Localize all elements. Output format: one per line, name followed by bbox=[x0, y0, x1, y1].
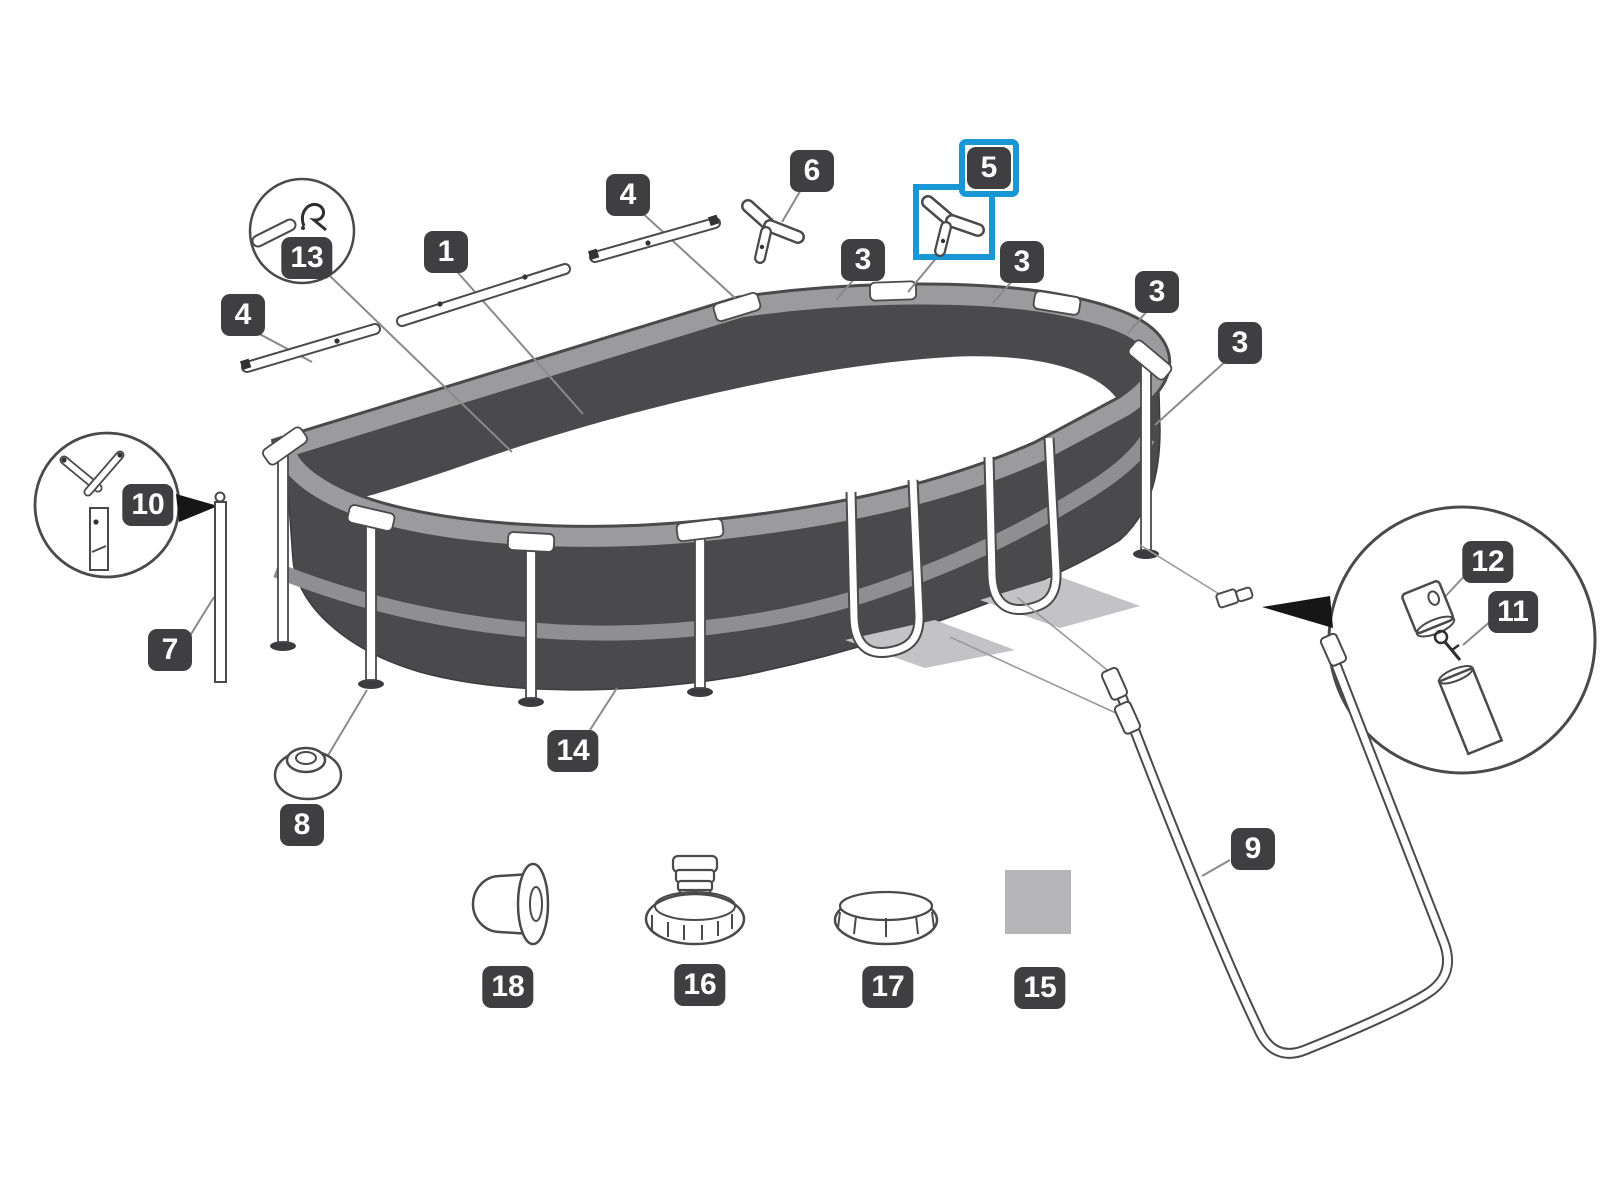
t-connector-part6 bbox=[741, 199, 805, 264]
wall-plug-part18 bbox=[471, 862, 550, 946]
label-3c-number: 3 bbox=[1135, 271, 1179, 313]
t-connector-part5 bbox=[921, 195, 985, 257]
label-16-number: 16 bbox=[674, 964, 726, 1006]
part-label-3a: 3 bbox=[841, 239, 885, 281]
brace-tube bbox=[1437, 665, 1504, 756]
pin-part11 bbox=[1433, 629, 1462, 661]
label-8-number: 8 bbox=[280, 804, 324, 846]
label-3b-number: 3 bbox=[1000, 241, 1044, 283]
pointer-triangle-11-12 bbox=[1262, 596, 1333, 628]
part-label-6: 6 bbox=[790, 150, 834, 192]
part-label-18: 18 bbox=[482, 966, 534, 1008]
detail-circle-10 bbox=[33, 431, 181, 579]
label-17-number: 17 bbox=[862, 966, 914, 1008]
label-7-number: 7 bbox=[148, 629, 192, 671]
label-3a-number: 3 bbox=[841, 239, 885, 281]
part-label-3b: 3 bbox=[1000, 241, 1044, 283]
pool-assembly bbox=[262, 280, 1173, 707]
label-13-number: 13 bbox=[281, 237, 333, 279]
label-9-number: 9 bbox=[1231, 828, 1275, 870]
part-label-4a: 4 bbox=[221, 294, 265, 336]
top-rail-tube-part4-upper bbox=[587, 214, 721, 263]
rail-sleeves bbox=[262, 280, 1173, 553]
clip-pin-part13 bbox=[301, 203, 327, 232]
label-15-number: 15 bbox=[1014, 967, 1066, 1009]
drain-valve-part16 bbox=[644, 854, 746, 946]
leader-lines bbox=[182, 187, 1493, 877]
label-4b-number: 4 bbox=[606, 174, 650, 216]
part-label-8: 8 bbox=[280, 804, 324, 846]
valve-cap-part17 bbox=[833, 890, 939, 946]
label-3d-number: 3 bbox=[1218, 322, 1262, 364]
label-14-number: 14 bbox=[547, 730, 599, 772]
part-label-11: 11 bbox=[1488, 591, 1538, 633]
part-label-15: 15 bbox=[1014, 967, 1066, 1009]
brace-shadows bbox=[845, 576, 1140, 668]
rope-end-connector bbox=[1215, 586, 1254, 609]
part-label-7: 7 bbox=[148, 629, 192, 671]
label-10-number: 10 bbox=[122, 484, 174, 526]
part-label-16: 16 bbox=[674, 964, 726, 1006]
part-label-13: 13 bbox=[281, 237, 333, 279]
label-1-number: 1 bbox=[424, 231, 468, 273]
detail-circle-13 bbox=[248, 177, 356, 285]
label-5-number: 5 bbox=[967, 147, 1011, 189]
sleeve-part12 bbox=[1401, 580, 1456, 638]
label-4a-number: 4 bbox=[221, 294, 265, 336]
label-18-number: 18 bbox=[482, 966, 534, 1008]
pool-inner-wall bbox=[285, 294, 1159, 504]
part-label-5-highlighted: 5 bbox=[959, 139, 1019, 197]
label-6-number: 6 bbox=[790, 150, 834, 192]
part-label-1: 1 bbox=[424, 231, 468, 273]
repair-patch-part15 bbox=[1005, 870, 1071, 934]
side-brace bbox=[983, 437, 1062, 615]
pool-liner-band bbox=[273, 433, 1155, 641]
side-brace bbox=[845, 479, 925, 658]
part-label-14: 14 bbox=[547, 730, 599, 772]
part-label-3c: 3 bbox=[1135, 271, 1179, 313]
label-12-number: 12 bbox=[1462, 541, 1514, 583]
part-label-17: 17 bbox=[862, 966, 914, 1008]
top-rail bbox=[274, 285, 1169, 547]
part-label-12: 12 bbox=[1462, 541, 1514, 583]
u-brace-part9 bbox=[1100, 632, 1454, 1059]
part-label-9: 9 bbox=[1231, 828, 1275, 870]
label-11-number: 11 bbox=[1488, 591, 1538, 633]
pool-leg bbox=[518, 546, 544, 707]
part-label-3d: 3 bbox=[1218, 322, 1262, 364]
top-rail-tube-part4-left bbox=[239, 323, 381, 373]
leg-foot-part8 bbox=[273, 746, 343, 801]
leg-pole-part7 bbox=[214, 491, 227, 683]
top-rail-tube-part1 bbox=[396, 263, 571, 327]
part-label-4b: 4 bbox=[606, 174, 650, 216]
part-label-10: 10 bbox=[122, 484, 174, 526]
pointer-triangle-10 bbox=[176, 494, 218, 522]
